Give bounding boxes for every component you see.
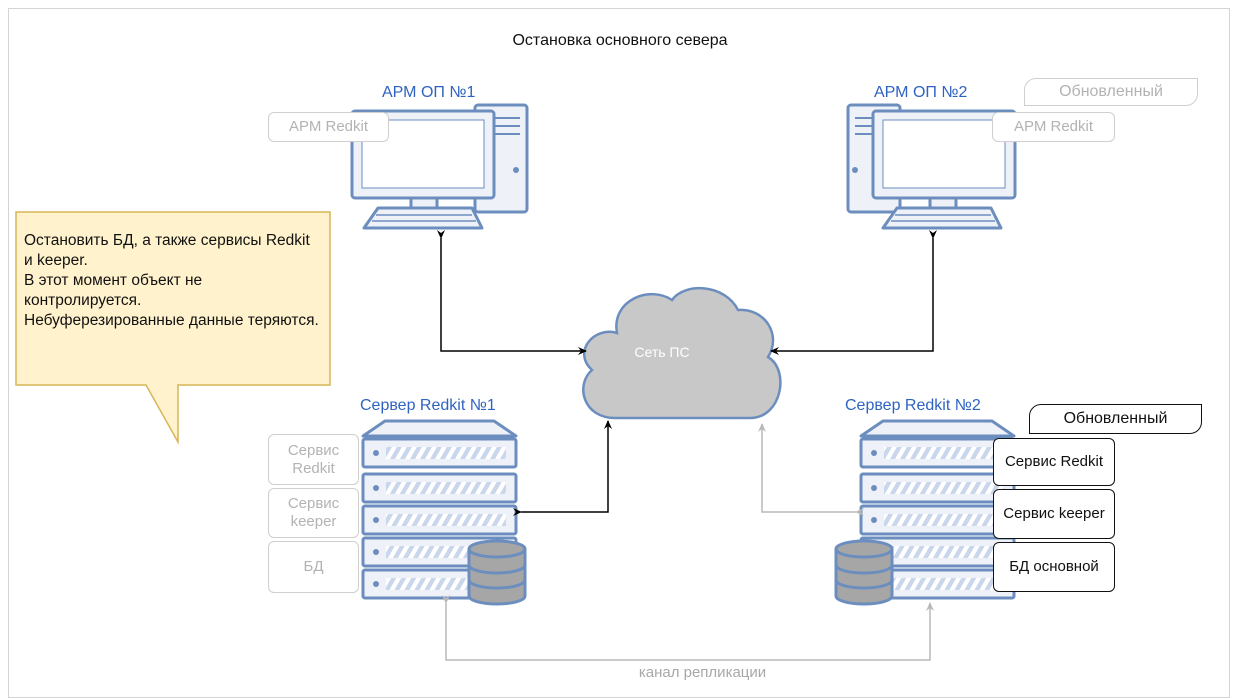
server-2-icon <box>859 419 1016 600</box>
server-1-label: Сервер Redkit №1 <box>360 397 496 414</box>
note-text: Остановить БД, а также сервисы Redkit и … <box>24 232 319 329</box>
server-2-service-db: БД основной <box>993 542 1115 592</box>
server-2-service-redkit: Сервис Redkit <box>993 438 1115 486</box>
connector-server1-cloud <box>513 420 612 516</box>
workstation-2-status-tag: Обновленный <box>1024 78 1198 106</box>
replication-label: канал репликации <box>638 664 767 681</box>
workstation-2-icon <box>846 103 1017 230</box>
workstation-1-app: АРМ Redkit <box>268 112 389 142</box>
network-label: Сеть ПС <box>634 344 690 360</box>
replication-channel <box>442 595 934 661</box>
connector-server2-cloud <box>758 423 864 516</box>
server-1-service-keeper: Сервис keeper <box>268 488 359 538</box>
server-1-service-redkit: Сервис Redkit <box>268 434 359 485</box>
diagram-title: Остановка основного севера <box>512 32 728 49</box>
cloud-icon <box>582 287 782 420</box>
database-1-icon <box>467 539 527 606</box>
note-callout <box>15 211 331 445</box>
connector-ws2-cloud <box>770 230 937 355</box>
workstation-2-label: АРМ ОП №2 <box>874 84 968 101</box>
workstation-1-label: АРМ ОП №1 <box>382 84 476 101</box>
workstation-2-app: АРМ Redkit <box>992 112 1115 142</box>
workstation-1-icon <box>350 103 529 230</box>
server-2-status-tag: Обновленный <box>1029 404 1202 434</box>
server-2-service-keeper: Сервис keeper <box>993 489 1115 539</box>
database-2-icon <box>834 539 894 606</box>
connector-ws1-cloud <box>437 230 587 355</box>
server-1-service-db: БД <box>268 541 359 593</box>
server-2-label: Сервер Redkit №2 <box>845 397 981 414</box>
